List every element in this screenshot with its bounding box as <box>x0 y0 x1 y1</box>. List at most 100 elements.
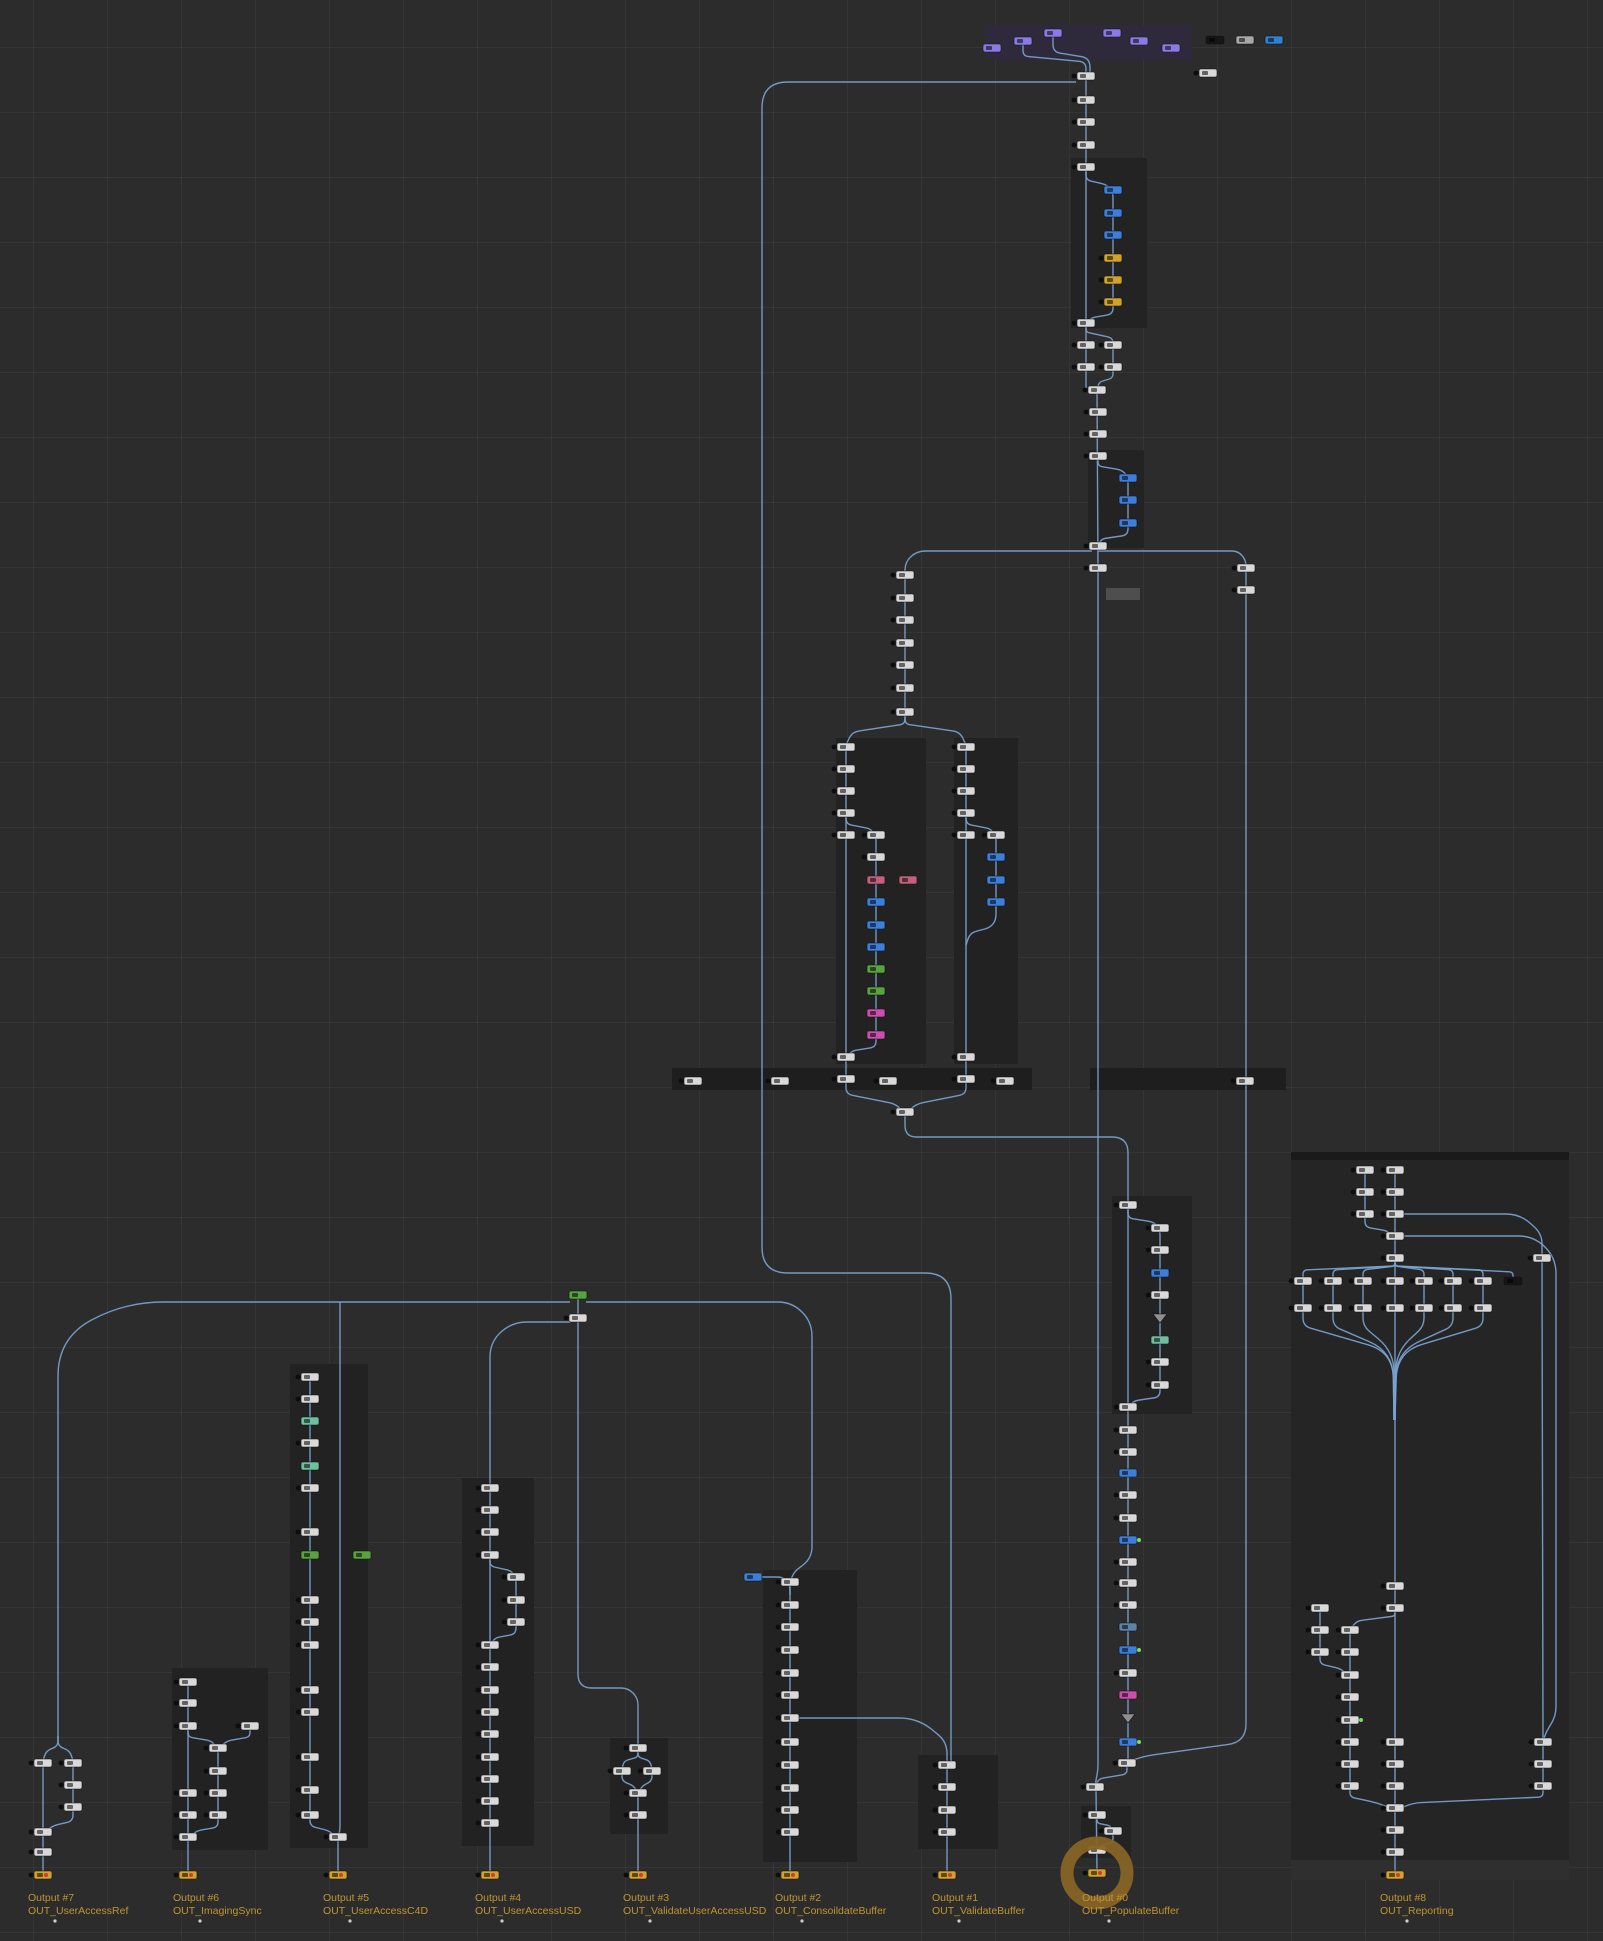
graph-node[interactable] <box>1118 1737 1141 1747</box>
graph-node[interactable] <box>323 1832 348 1842</box>
graph-node[interactable] <box>1043 28 1063 38</box>
graph-node[interactable] <box>1071 95 1096 105</box>
graph-node[interactable] <box>990 1076 1015 1086</box>
graph-node[interactable] <box>775 1805 800 1815</box>
graph-node[interactable] <box>28 1758 53 1768</box>
graph-node[interactable] <box>951 1074 976 1084</box>
graph-node[interactable] <box>982 43 1002 53</box>
graph-node[interactable] <box>866 1008 886 1018</box>
graph-node[interactable] <box>1113 1200 1138 1210</box>
graph-node[interactable] <box>1230 1076 1255 1086</box>
graph-node[interactable] <box>951 1052 976 1062</box>
graph-node[interactable] <box>28 1847 53 1857</box>
graph-node[interactable] <box>1380 1781 1405 1791</box>
graph-node[interactable] <box>1103 208 1123 218</box>
graph-node[interactable] <box>203 1766 228 1776</box>
graph-node[interactable] <box>1335 1670 1360 1680</box>
graph-node[interactable] <box>890 660 915 670</box>
graph-node[interactable] <box>1350 1209 1375 1219</box>
graph-node[interactable] <box>1503 1276 1523 1286</box>
graph-node[interactable] <box>873 1076 898 1086</box>
graph-node[interactable] <box>1083 563 1108 573</box>
graph-node[interactable] <box>1380 1209 1405 1219</box>
output-node[interactable] <box>1098 253 1123 263</box>
graph-node[interactable] <box>898 875 918 885</box>
graph-node[interactable] <box>1113 1447 1138 1457</box>
graph-node[interactable] <box>1113 1600 1138 1610</box>
graph-node[interactable] <box>300 1416 320 1426</box>
graph-node[interactable] <box>1080 1782 1105 1792</box>
graph-node[interactable] <box>1118 1645 1141 1655</box>
graph-node[interactable] <box>295 1752 320 1762</box>
graph-node[interactable] <box>951 786 976 796</box>
graph-node[interactable] <box>1468 1276 1493 1286</box>
graph-node[interactable] <box>475 1752 500 1762</box>
graph-node[interactable] <box>1150 1335 1170 1345</box>
graph-node[interactable] <box>501 1595 526 1605</box>
output-node[interactable] <box>323 1870 348 1880</box>
graph-node[interactable] <box>1071 117 1096 127</box>
graph-node[interactable] <box>475 1774 500 1784</box>
graph-node[interactable] <box>1161 43 1181 53</box>
output-node[interactable] <box>932 1870 957 1880</box>
graph-node[interactable] <box>775 1827 800 1837</box>
graph-node[interactable] <box>775 1760 800 1770</box>
graph-node[interactable] <box>1120 1713 1136 1724</box>
graph-node[interactable] <box>475 1818 500 1828</box>
graph-node[interactable] <box>765 1076 790 1086</box>
graph-node[interactable] <box>1528 1737 1553 1747</box>
graph-node[interactable] <box>300 1550 320 1560</box>
graph-node[interactable] <box>1231 563 1256 573</box>
graph-node[interactable] <box>1348 1276 1373 1286</box>
graph-node[interactable] <box>1071 362 1096 372</box>
graph-node[interactable] <box>173 1832 198 1842</box>
graph-node[interactable] <box>475 1505 500 1515</box>
graph-node[interactable] <box>1380 1276 1405 1286</box>
graph-node[interactable] <box>775 1577 800 1587</box>
graph-node[interactable] <box>1335 1647 1360 1657</box>
graph-node[interactable] <box>475 1483 500 1493</box>
graph-node[interactable] <box>743 1572 763 1582</box>
graph-node[interactable] <box>1071 71 1096 81</box>
graph-node[interactable] <box>866 897 886 907</box>
graph-node[interactable] <box>1335 1737 1360 1747</box>
graph-node[interactable] <box>775 1737 800 1747</box>
graph-node[interactable] <box>775 1713 800 1723</box>
graph-node[interactable] <box>623 1788 648 1798</box>
graph-node[interactable] <box>295 1707 320 1717</box>
graph-node[interactable] <box>986 875 1006 885</box>
graph-node[interactable] <box>775 1783 800 1793</box>
graph-node[interactable] <box>295 1372 320 1382</box>
graph-node[interactable] <box>475 1640 500 1650</box>
graph-node[interactable] <box>890 1107 915 1117</box>
graph-node[interactable] <box>951 830 976 840</box>
graph-node[interactable] <box>300 1461 320 1471</box>
graph-node[interactable] <box>1335 1692 1360 1702</box>
graph-node[interactable] <box>28 1827 53 1837</box>
graph-node[interactable] <box>501 1617 526 1627</box>
graph-node[interactable] <box>295 1438 320 1448</box>
graph-node[interactable] <box>1235 35 1255 45</box>
graph-node[interactable] <box>58 1780 83 1790</box>
output-node[interactable] <box>1380 1870 1405 1880</box>
graph-node[interactable] <box>1380 1165 1405 1175</box>
graph-node[interactable] <box>678 1076 703 1086</box>
graph-node[interactable] <box>1305 1647 1330 1657</box>
output-node[interactable] <box>775 1870 800 1880</box>
graph-node[interactable] <box>890 615 915 625</box>
graph-node[interactable] <box>173 1721 198 1731</box>
graph-node[interactable] <box>1118 1535 1141 1545</box>
graph-node[interactable] <box>295 1394 320 1404</box>
output-node[interactable] <box>1082 1868 1107 1878</box>
graph-node[interactable] <box>173 1788 198 1798</box>
graph-node[interactable] <box>932 1805 957 1815</box>
output-node[interactable] <box>623 1870 648 1880</box>
graph-node[interactable] <box>861 852 886 862</box>
graph-node[interactable] <box>831 1052 856 1062</box>
graph-node[interactable] <box>1098 362 1123 372</box>
graph-node[interactable] <box>866 942 886 952</box>
graph-node[interactable] <box>637 1766 662 1776</box>
graph-node[interactable] <box>1409 1276 1434 1286</box>
graph-node[interactable] <box>866 986 886 996</box>
graph-node[interactable] <box>1083 541 1108 551</box>
